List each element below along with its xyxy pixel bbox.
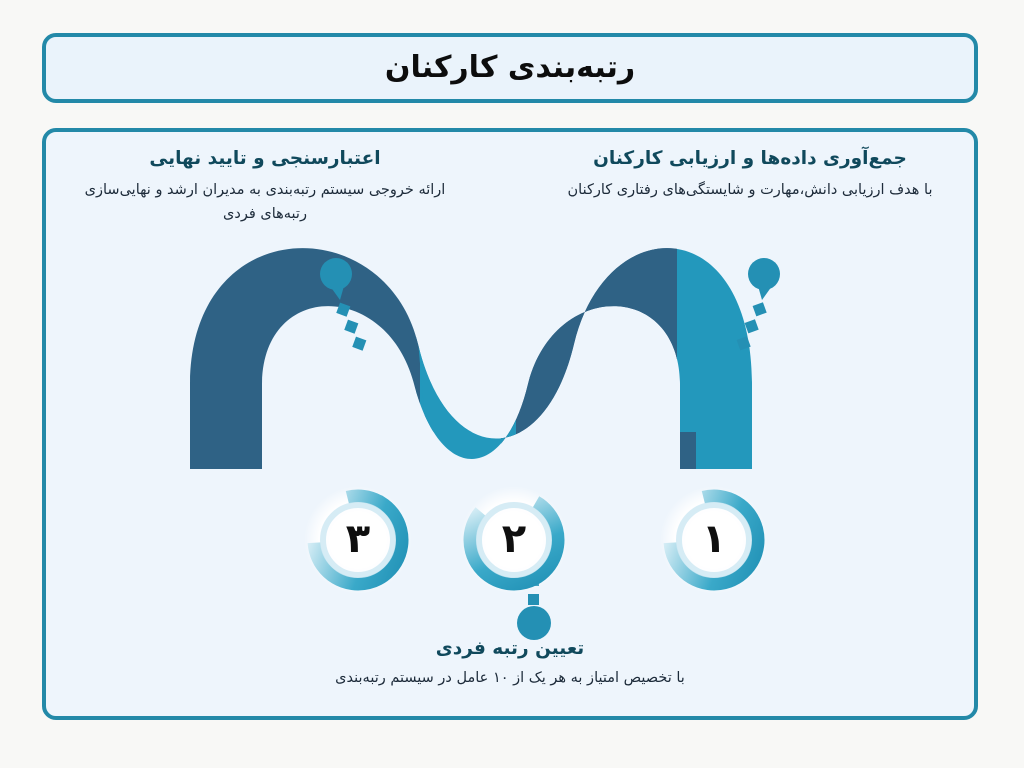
connector-step-3	[320, 258, 367, 351]
step-2-text-block: تعیین رتبه فردی با تخصیص امتیاز به هر یک…	[280, 637, 740, 691]
step-2-badge[interactable]: ۲	[460, 486, 568, 594]
s-curve-ribbon	[190, 248, 780, 640]
page-title: رتبه‌بندی کارکنان	[384, 50, 636, 85]
title-panel: رتبه‌بندی کارکنان	[42, 33, 978, 103]
step-3-number: ۳	[345, 516, 371, 562]
step-1-badge[interactable]: ۱	[660, 486, 768, 594]
diagram-panel: جمع‌آوری داده‌ها و ارزیابی کارکنان با هد…	[42, 128, 978, 720]
step-2-number: ۲	[501, 516, 527, 562]
balloon-pin-icon	[748, 258, 780, 290]
step-3-body: ارائه خروجی سیستم رتبه‌بندی به مدیران ار…	[84, 181, 446, 222]
step-3-badge[interactable]: ۳	[304, 486, 412, 594]
step-3-text-block: اعتبارسنجی و تایید نهایی ارائه خروجی سیس…	[70, 147, 460, 227]
step-1-number: ۱	[701, 516, 727, 562]
connector-step-1	[736, 258, 780, 351]
step-2-heading: تعیین رتبه فردی	[435, 638, 585, 659]
step-1-text-block: جمع‌آوری داده‌ها و ارزیابی کارکنان با هد…	[560, 147, 940, 203]
circle-dot-icon	[517, 606, 551, 640]
balloon-pin-icon	[320, 258, 352, 290]
step-3-heading: اعتبارسنجی و تایید نهایی	[149, 148, 381, 169]
step-1-body: با هدف ارزیابی دانش،مهارت و شایستگی‌های …	[567, 181, 933, 198]
step-2-body: با تخصیص امتیاز به هر یک از ۱۰ عامل در س…	[335, 669, 685, 686]
step-1-heading: جمع‌آوری داده‌ها و ارزیابی کارکنان	[593, 148, 907, 169]
